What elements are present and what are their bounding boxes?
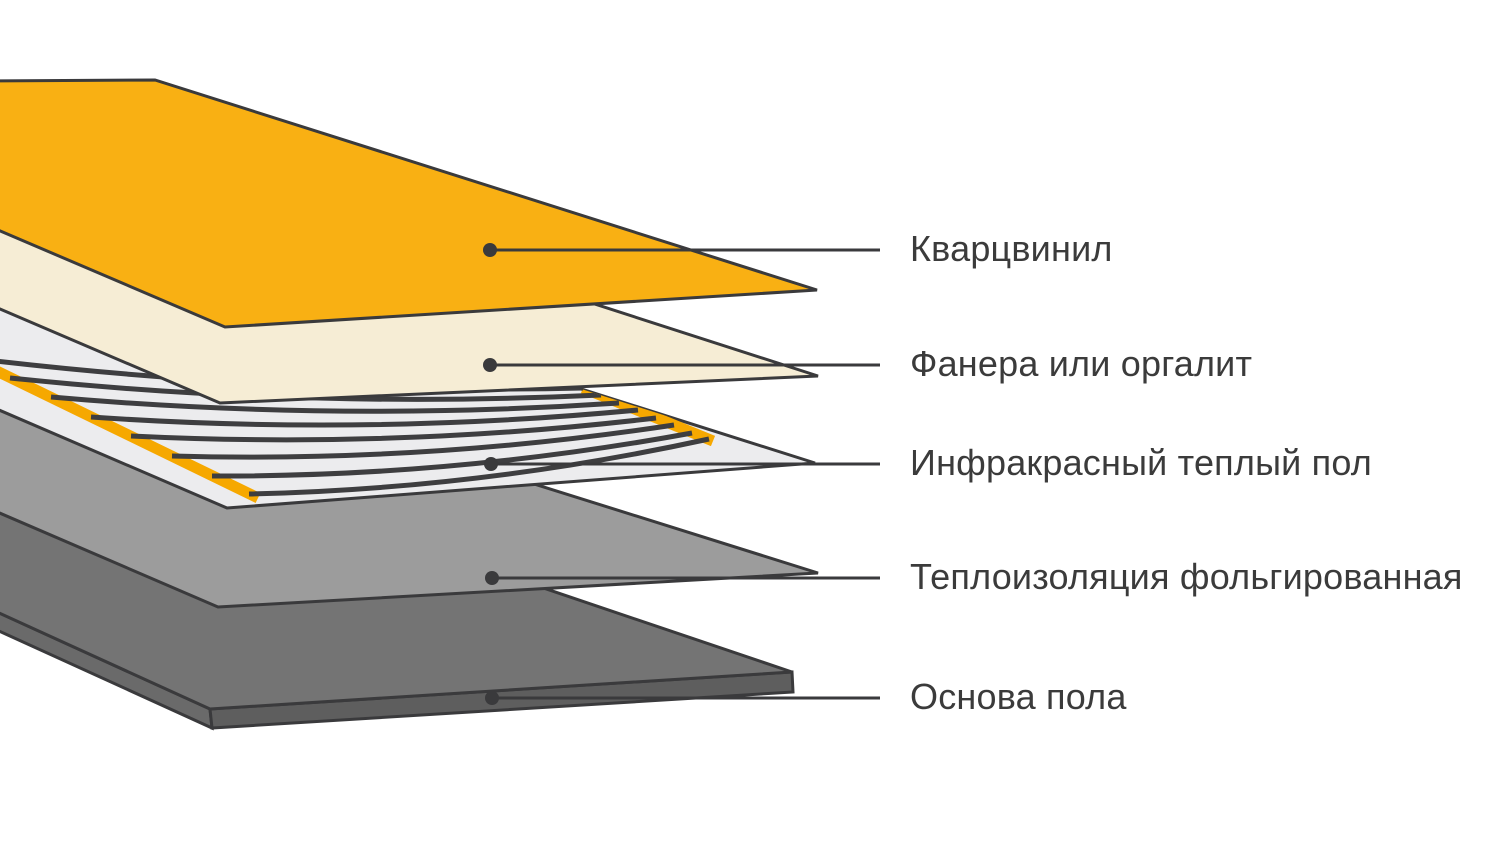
label-plywood: Фанера или оргалит — [910, 343, 1253, 385]
leader-dot-plywood — [483, 358, 497, 372]
label-quartz-vinyl: Кварцвинил — [910, 228, 1113, 270]
leader-dot-floor-base — [485, 691, 499, 705]
heating-stripe — [171, 422, 675, 460]
heating-stripe — [50, 394, 620, 414]
heating-stripe — [211, 430, 693, 479]
leader-dot-infrared-floor — [484, 457, 498, 471]
leader-dots — [483, 243, 499, 705]
leader-dot-foil-insulation — [485, 571, 499, 585]
label-foil-insulation: Теплоизоляция фольгированная — [910, 556, 1463, 598]
heating-stripe — [130, 415, 657, 443]
leader-lines — [490, 248, 880, 700]
quartz-vinyl-layer — [0, 78, 818, 329]
label-infrared-floor: Инфракрасный теплый пол — [910, 442, 1373, 484]
heating-stripe — [90, 407, 639, 428]
leader-dot-quartz-vinyl — [483, 243, 497, 257]
heating-stripe — [248, 436, 710, 497]
label-floor-base: Основа пола — [910, 676, 1127, 718]
